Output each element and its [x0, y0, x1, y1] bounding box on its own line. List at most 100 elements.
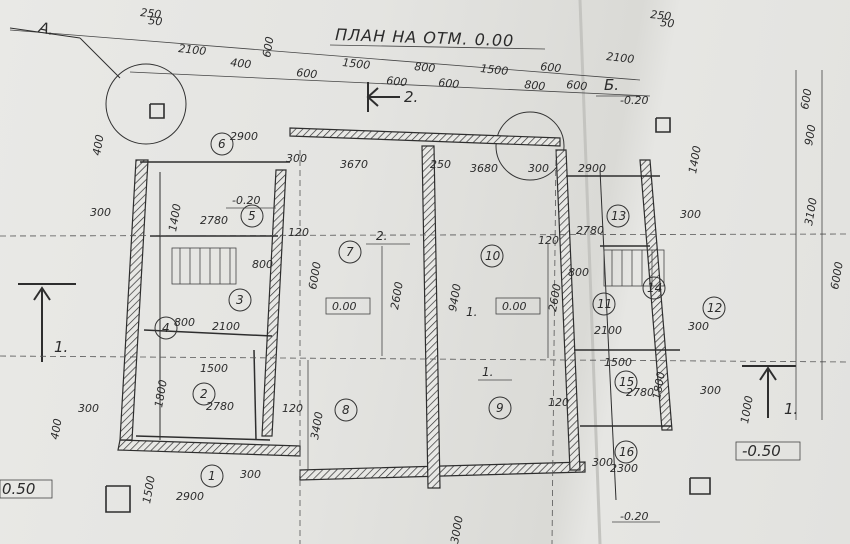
- plan-dimension-label: 1800: [152, 379, 170, 409]
- svg-text:-0.20: -0.20: [232, 194, 260, 207]
- room-number-circle: [200, 464, 224, 488]
- room-number-circle: [192, 382, 216, 406]
- top-dimension-label: 800: [414, 60, 436, 75]
- room-number: 7: [346, 245, 354, 259]
- room-number-circle: [702, 296, 726, 320]
- plan-dimension-label: 1500: [140, 475, 158, 505]
- room-number-circle: [210, 132, 234, 156]
- top-dimension-label: 600: [438, 76, 460, 91]
- plan-dimension-label: 2600: [546, 283, 564, 313]
- top-dimension-label: 800: [524, 78, 546, 93]
- room-number: 13: [611, 209, 626, 223]
- plan-dimension-label: 9400: [446, 283, 464, 313]
- plan-dimension-label: 3680: [470, 162, 498, 175]
- callout-b: Б.: [495, 76, 640, 181]
- plan-dimension-label: 1400: [686, 145, 704, 175]
- room-number-circle: [154, 316, 178, 340]
- room-number: 6: [218, 137, 226, 151]
- plan-dimension-label: 300: [78, 402, 99, 415]
- axis-lines: [0, 149, 850, 544]
- top-dimension-label: 250: [140, 6, 162, 21]
- room-number: 4: [162, 321, 170, 335]
- plan-dimension-label: 2780: [626, 386, 654, 399]
- svg-text:1.: 1.: [54, 338, 68, 356]
- top-dimension-label: 400: [230, 56, 252, 71]
- plan-dimension-label: 120: [282, 402, 303, 415]
- plan-dimension-label: 800: [174, 316, 195, 329]
- paper-fold: [578, 0, 602, 544]
- plan-dimension-label: 400: [48, 418, 64, 441]
- plan-dimension-label: 300: [680, 208, 701, 221]
- plan-dimension-label: 2300: [610, 462, 638, 475]
- plan-dimension-label: 120: [538, 234, 559, 247]
- plan-dimension-label: 300: [700, 384, 721, 397]
- svg-text:1.: 1.: [784, 400, 798, 418]
- section-mark-left: 1.: [18, 283, 76, 362]
- section-mark-right: 1.: [742, 365, 798, 418]
- plan-dimension-label: 300: [240, 468, 261, 481]
- plan-dimension-label: 2100: [212, 320, 240, 333]
- stair-right: [603, 249, 665, 287]
- plan-dimension-label: 300: [90, 206, 111, 219]
- title-underline: [329, 44, 546, 50]
- room-number: 3: [236, 293, 244, 307]
- section-mark-top: 2.: [366, 82, 418, 112]
- plan-dimension-label: 300: [688, 320, 709, 333]
- room-number: 14: [647, 281, 662, 295]
- outer-walls: [117, 127, 673, 489]
- room-number-circle: [614, 370, 638, 394]
- plan-dimension-label: 2780: [200, 214, 228, 227]
- top-dimension-label: 50: [148, 14, 163, 28]
- top-dimension-label: 600: [566, 78, 588, 93]
- plan-dimension-label: 900: [802, 124, 818, 147]
- svg-text:0.00: 0.00: [332, 300, 357, 313]
- room-number: 10: [485, 249, 501, 263]
- svg-text:2.: 2.: [404, 88, 418, 106]
- room-number-circle: [228, 288, 252, 312]
- plan-dimension-label: 3400: [308, 411, 326, 441]
- room-number-circle: [614, 440, 638, 464]
- svg-text:1.: 1.: [466, 305, 477, 319]
- room-number: 16: [619, 445, 635, 459]
- plan-dimension-label: 400: [90, 134, 106, 157]
- plan-dimension-label: 600: [798, 88, 814, 111]
- room-number-circle: [334, 398, 358, 422]
- top-dimension-label: 2100: [178, 42, 207, 58]
- plan-dimension-label: 1400: [166, 203, 184, 233]
- plan-dimension-label: 2900: [176, 490, 204, 503]
- room-number-circle: [592, 292, 616, 316]
- plan-dimension-label: 800: [252, 258, 273, 271]
- room-number-circle: [642, 276, 666, 300]
- top-dimension-label: 2100: [606, 50, 635, 66]
- top-dimension-label: 600: [296, 66, 318, 81]
- plan-dimension-label: 1800: [650, 371, 668, 401]
- plan-dimension-label: 6000: [306, 261, 324, 291]
- plan-dimension-label: 250: [430, 158, 451, 171]
- top-dimension-label: 600: [260, 36, 276, 59]
- room-number-circle: [338, 240, 362, 264]
- vertical-dimension-lines: [307, 70, 823, 470]
- plan-dimension-label: 800: [568, 266, 589, 279]
- plan-dimension-label: 3000: [448, 515, 466, 544]
- level-marks: 0.00 0.00 -0.20 -0.20 -0.50 0.50 -0.20: [0, 94, 801, 523]
- room-number-circle: [488, 396, 512, 420]
- plan-dimension-label: 2900: [230, 130, 258, 143]
- plan-dimension-label: 2100: [594, 324, 622, 337]
- top-dimension-label: 1500: [342, 56, 371, 72]
- room-number: 12: [707, 301, 722, 315]
- top-dimension-label: 50: [660, 16, 675, 30]
- plan-dimension-label: 300: [286, 152, 307, 165]
- plan-dimension-label: 1500: [200, 362, 228, 375]
- plan-dimension-label: 120: [548, 396, 569, 409]
- room-number: 2: [200, 387, 208, 401]
- svg-text:-0.50: -0.50: [742, 442, 781, 460]
- plan-dimension-label: 2780: [206, 400, 234, 413]
- plan-dimension-label: 3670: [340, 158, 368, 171]
- svg-text:А.: А.: [36, 18, 55, 39]
- plan-dimension-label: 2600: [388, 281, 406, 311]
